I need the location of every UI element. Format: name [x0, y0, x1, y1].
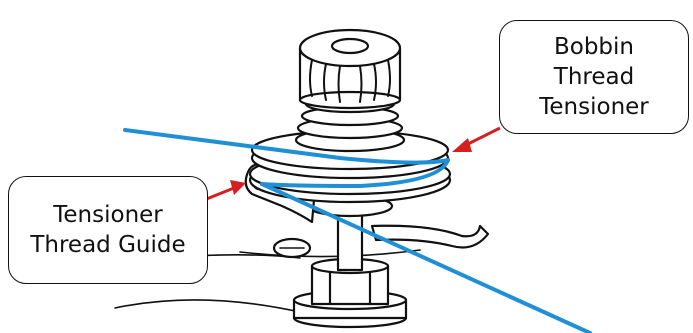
knob-center — [332, 39, 368, 53]
callout-bobbin-thread-tensioner: Bobbin Thread Tensioner — [499, 20, 689, 134]
callout-line: Thread — [539, 62, 649, 92]
knob-bottom — [300, 92, 400, 108]
wire-line — [115, 300, 300, 312]
callout-tensioner-thread-guide: Tensioner Thread Guide — [8, 176, 208, 284]
callout-line: Tensioner — [30, 200, 185, 230]
lever-arm — [372, 226, 488, 248]
callout-line: Thread Guide — [30, 230, 185, 260]
callout-line: Tensioner — [539, 92, 649, 122]
arrow-to-guide — [204, 188, 234, 200]
callout-line: Bobbin — [539, 32, 649, 62]
